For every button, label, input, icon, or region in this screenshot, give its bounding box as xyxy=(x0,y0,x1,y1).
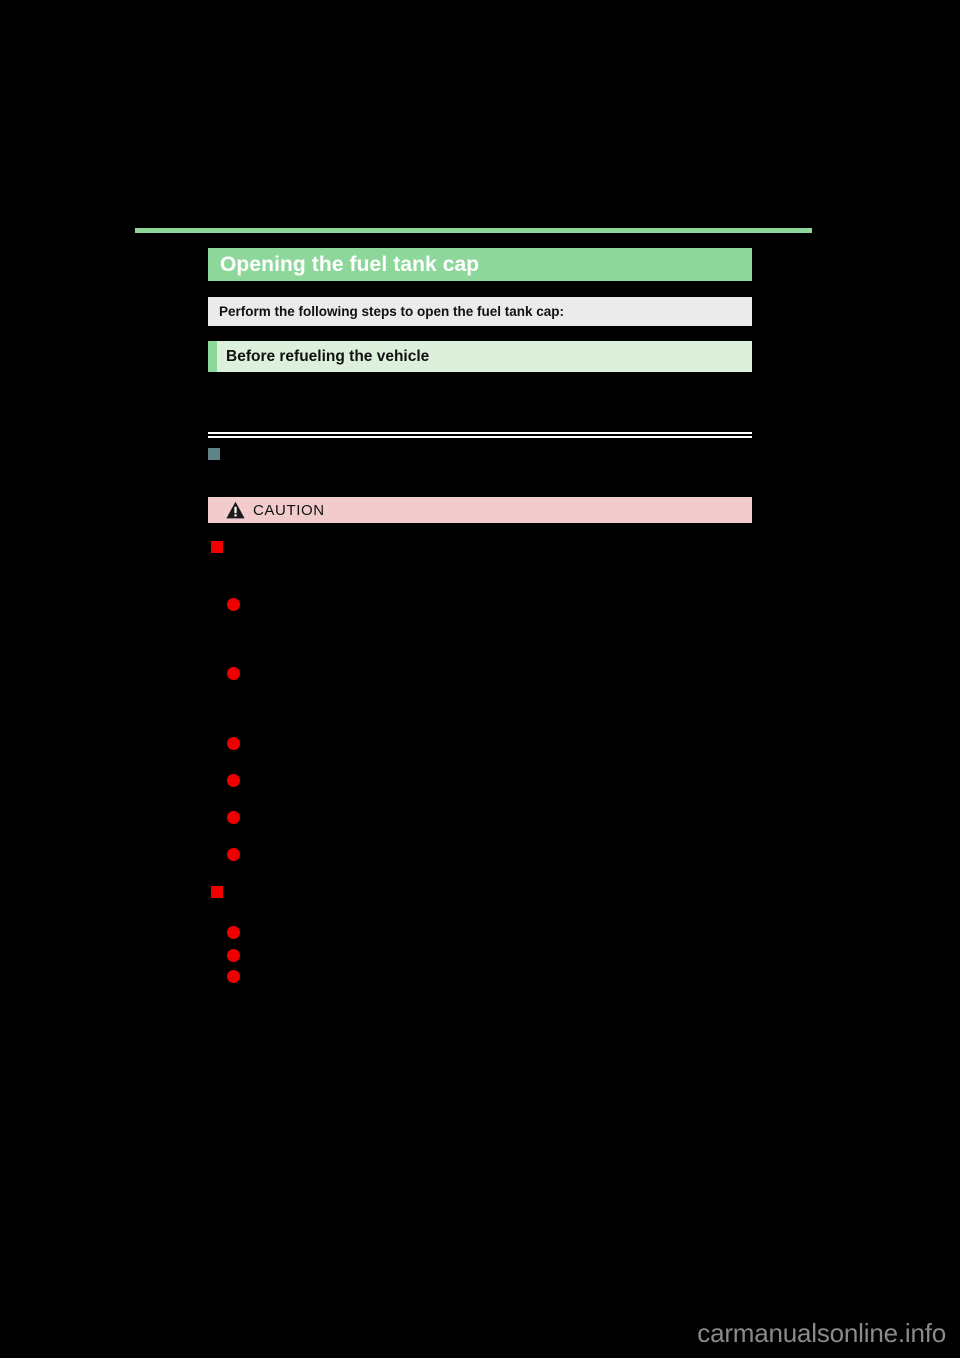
subheading-accent-bar xyxy=(208,341,217,372)
section-divider-double-rule xyxy=(208,432,752,438)
header-divider-rule xyxy=(135,228,812,233)
divider-gap xyxy=(208,434,752,436)
caution-item-9 xyxy=(227,970,240,983)
site-watermark: carmanualsonline.info xyxy=(697,1318,946,1348)
divider-line-top xyxy=(208,432,752,434)
caution-group-marker-2 xyxy=(211,886,223,898)
caution-item-2 xyxy=(227,667,240,680)
caution-item-4 xyxy=(227,774,240,787)
subheading-text: Before refueling the vehicle xyxy=(226,347,430,365)
caution-item-7 xyxy=(227,926,240,939)
caution-item-6 xyxy=(227,848,240,861)
caution-banner: CAUTION xyxy=(208,497,752,523)
caution-item-5 xyxy=(227,811,240,824)
lead-in-text: Perform the following steps to open the … xyxy=(219,303,565,319)
caution-item-3 xyxy=(227,737,240,750)
caution-group-marker-1 xyxy=(211,541,223,553)
page-title: Opening the fuel tank cap xyxy=(220,253,480,276)
section-marker-1 xyxy=(208,448,220,460)
caution-item-8 xyxy=(227,949,240,962)
caution-label: CAUTION xyxy=(253,501,325,519)
caution-item-1 xyxy=(227,598,240,611)
lead-in-band: Perform the following steps to open the … xyxy=(208,297,752,326)
divider-line-bottom xyxy=(208,436,752,438)
section-title-band: Opening the fuel tank cap xyxy=(208,248,752,281)
subheading-band: Before refueling the vehicle xyxy=(208,341,752,372)
warning-triangle-icon xyxy=(226,501,245,519)
